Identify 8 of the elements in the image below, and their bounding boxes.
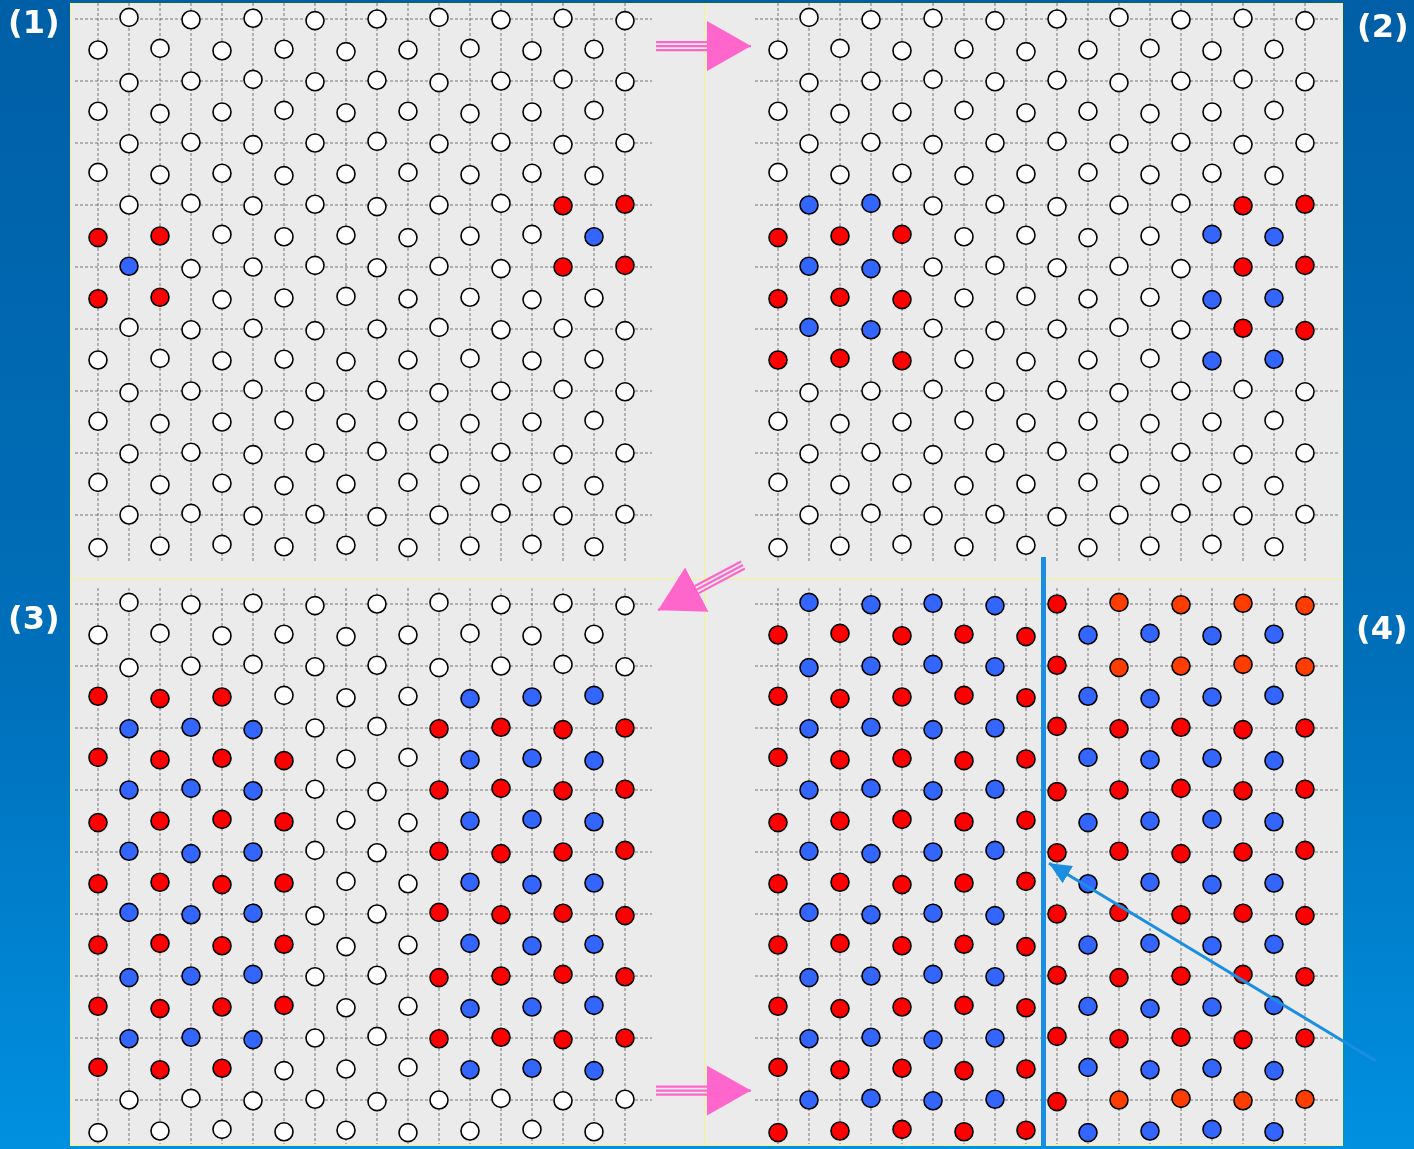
panel-number: (2) [1357, 10, 1409, 42]
lattice-drawing [755, 3, 1338, 563]
lattice-drawing [755, 588, 1338, 1144]
lattice-drawing [75, 588, 652, 1144]
panel-number: (3) [8, 602, 60, 634]
panel-number: (4) [1356, 612, 1408, 644]
lattice-drawing [75, 3, 652, 563]
panel-number: (1) [8, 6, 60, 38]
